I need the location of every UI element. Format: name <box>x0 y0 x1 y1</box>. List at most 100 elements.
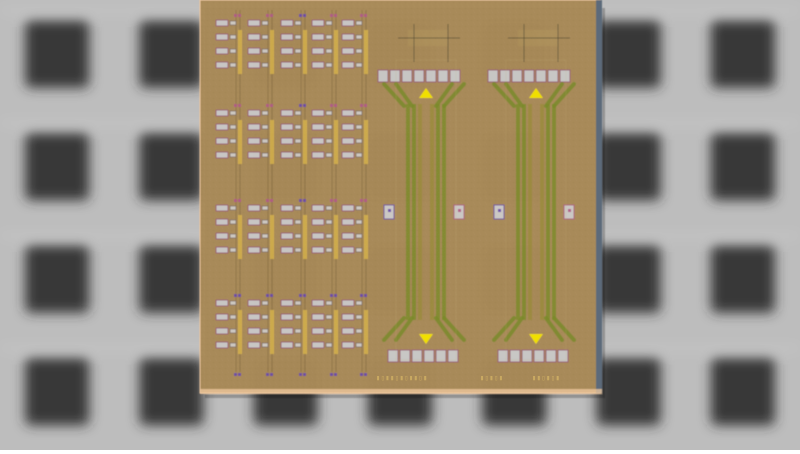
micro-pad <box>229 247 237 253</box>
resistor-bar <box>238 215 242 259</box>
bond-pad <box>280 341 294 349</box>
resistor-bar <box>303 120 307 164</box>
micro-pad <box>294 247 302 253</box>
micro-pad <box>229 20 237 26</box>
bond-pad <box>341 218 355 226</box>
micro-pad <box>294 342 302 348</box>
micro-pad <box>261 247 269 253</box>
accent-dot <box>266 14 269 17</box>
device-top-pad <box>437 69 449 83</box>
bond-pad <box>311 341 325 349</box>
bond-pad <box>215 151 229 159</box>
micro-pad <box>261 219 269 225</box>
mesh-hole <box>596 245 661 313</box>
accent-dot <box>266 199 269 202</box>
bond-pad <box>341 327 355 335</box>
micro-pad <box>229 62 237 68</box>
die-bottom-edge <box>200 389 602 394</box>
mesh-hole <box>596 357 661 426</box>
micro-pad <box>325 233 333 239</box>
resistor-bar <box>334 120 338 164</box>
micro-pad <box>294 20 302 26</box>
trace-lane <box>442 104 446 320</box>
trace-fan <box>544 316 564 342</box>
die-right-edge <box>596 0 602 393</box>
bond-pad <box>341 19 355 27</box>
mesh-hole <box>710 132 775 201</box>
device-top-pad <box>511 69 523 83</box>
micro-pad <box>229 48 237 54</box>
bond-pad <box>215 313 229 321</box>
accent-dot <box>330 294 333 297</box>
bond-pad <box>341 137 355 145</box>
mesh-hole <box>139 132 204 201</box>
accent-dot <box>364 199 367 202</box>
micro-pad <box>355 20 363 26</box>
trace-fan <box>442 316 466 342</box>
accent-dot <box>334 373 337 376</box>
device-bottom-pad <box>399 349 411 363</box>
micro-pad <box>355 152 363 158</box>
bond-pad <box>341 151 355 159</box>
accent-dot <box>303 199 306 202</box>
bond-pad <box>215 109 229 117</box>
accent-dot <box>238 199 241 202</box>
trace-fan <box>492 82 516 108</box>
accent-dot <box>364 104 367 107</box>
trace-lane <box>412 104 416 320</box>
bond-pad <box>247 109 261 117</box>
bond-pad <box>215 299 229 307</box>
micro-pad <box>229 342 237 348</box>
trace-fan <box>552 82 576 108</box>
accent-dot <box>234 14 237 17</box>
mesh-hole <box>710 245 775 313</box>
accent-dot <box>364 14 367 17</box>
micro-pad <box>229 124 237 130</box>
bond-pad <box>280 47 294 55</box>
bond-pad <box>280 109 294 117</box>
accent-dot <box>334 104 337 107</box>
micro-pad <box>261 205 269 211</box>
right-device-channels <box>377 24 576 363</box>
device-top-pad <box>499 69 511 83</box>
bond-pad <box>280 19 294 27</box>
device-top-pad <box>389 69 401 83</box>
trace-fan <box>394 82 414 108</box>
mesh-hole <box>139 20 204 88</box>
device-bottom-pad <box>533 349 545 363</box>
micro-pad <box>261 314 269 320</box>
device-top-pad <box>449 69 461 83</box>
device-top-pad <box>559 69 571 83</box>
micro-pad <box>355 247 363 253</box>
device-top-pad <box>377 69 389 83</box>
resistor-bar <box>364 215 368 259</box>
side-pad-dot <box>568 209 571 212</box>
micro-pad <box>229 219 237 225</box>
trace-lane <box>552 104 556 320</box>
micro-pad <box>355 138 363 144</box>
micro-pad <box>294 138 302 144</box>
bond-pad <box>341 123 355 131</box>
micro-pad <box>229 205 237 211</box>
micro-pad <box>325 34 333 40</box>
micro-pad <box>294 328 302 334</box>
micro-pad <box>229 233 237 239</box>
bond-pad <box>341 246 355 254</box>
bond-pad <box>215 341 229 349</box>
micro-pad <box>294 124 302 130</box>
trace-lane <box>436 104 440 320</box>
bond-pad <box>247 151 261 159</box>
micro-pad <box>261 300 269 306</box>
micro-pad <box>325 20 333 26</box>
arrow-up-marker <box>419 88 433 98</box>
device-top-pad <box>523 69 535 83</box>
micro-pad <box>325 152 333 158</box>
micro-pad <box>229 152 237 158</box>
micro-pad <box>325 342 333 348</box>
bond-pad <box>341 109 355 117</box>
resistor-bar <box>303 215 307 259</box>
bond-pad <box>215 137 229 145</box>
side-pad-dot <box>458 209 461 212</box>
